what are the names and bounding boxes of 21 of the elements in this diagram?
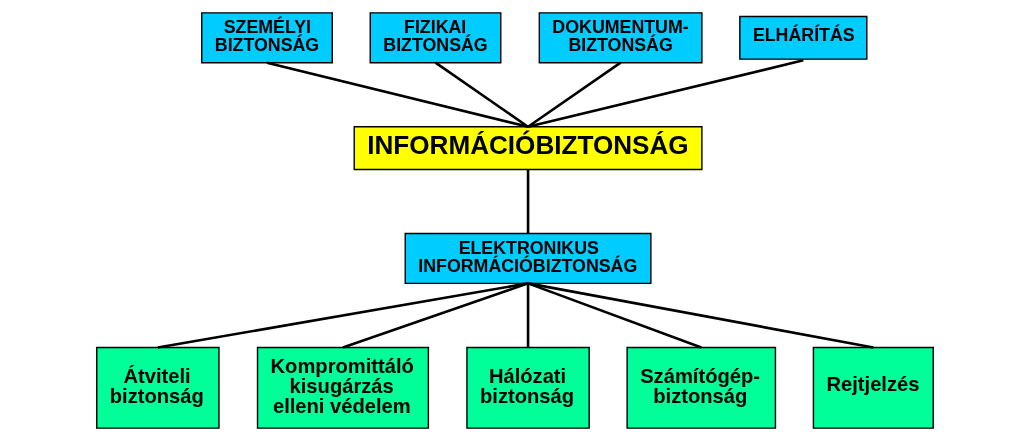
connector: [527, 282, 702, 349]
connector: [526, 169, 529, 234]
node-box: DOKUMENTUM-BIZTONSÁG: [538, 12, 703, 64]
node-box: Rejtjelzés: [812, 346, 934, 429]
connector: [342, 282, 528, 349]
node-box: Kompromittáló kisugárzás elleni védelem: [256, 346, 429, 429]
node-box: Számítógép-biztonság: [625, 346, 776, 429]
node-box: Hálózati biztonság: [465, 346, 590, 429]
connector: [526, 61, 621, 128]
node-box: Átviteli biztonság: [95, 346, 220, 429]
node-box: INFORMÁCIÓBIZTONSÁG: [353, 126, 703, 171]
node-box: FIZIKAI BIZTONSÁG: [369, 12, 501, 64]
connector: [266, 61, 528, 129]
node-box: ELEKTRONIKUS INFORMÁCIÓBIZTONSÁG: [404, 232, 652, 285]
connector: [527, 282, 874, 349]
connector: [526, 283, 529, 348]
connector: [157, 282, 528, 349]
connector: [527, 59, 804, 129]
connector: [434, 61, 529, 128]
node-box: SZEMÉLYI BIZTONSÁG: [200, 12, 333, 64]
node-box: ELHÁRÍTÁS: [738, 15, 867, 60]
